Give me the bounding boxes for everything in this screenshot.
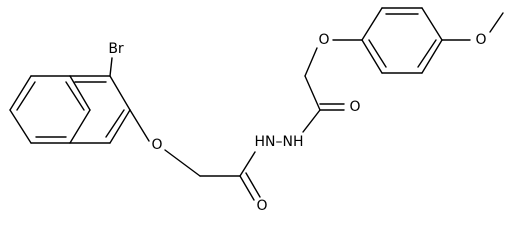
nitrogen-carbonyl-bond-2 — [302, 109, 321, 133]
naphthyl-oxygen-bond — [129, 109, 150, 142]
carbonyl-ch2-bond-2 — [304, 75, 321, 111]
methoxy-methyl-bond — [489, 12, 504, 33]
carbonyl-double-bond-1b — [245, 172, 261, 198]
methoxyphenyl-ring — [361, 7, 443, 74]
carbonyl-nitrogen-bond-1 — [239, 151, 256, 177]
ether-oxygen-naphthyl-label: O — [151, 137, 162, 153]
hydrazide-nitrogens-label: HN–NH — [255, 134, 304, 150]
naphthalene-ring-system — [9, 75, 131, 144]
bromine-label: Br — [108, 41, 124, 57]
ch2-oxygen-bond-2 — [304, 47, 318, 77]
carbonyl-double-bond-1a — [239, 175, 255, 201]
methoxy-oxygen-label: O — [475, 32, 486, 48]
carbonyl-oxygen-1-label: O — [256, 198, 267, 214]
ether-oxygen-phenyl-label: O — [318, 32, 329, 48]
c-br-bond — [109, 57, 113, 77]
carbonyl-oxygen-2-label: O — [349, 99, 360, 115]
oxygen-ch2-bond — [164, 149, 201, 177]
molecule-structure: Br O O HN–NH O O O — [9, 7, 504, 214]
